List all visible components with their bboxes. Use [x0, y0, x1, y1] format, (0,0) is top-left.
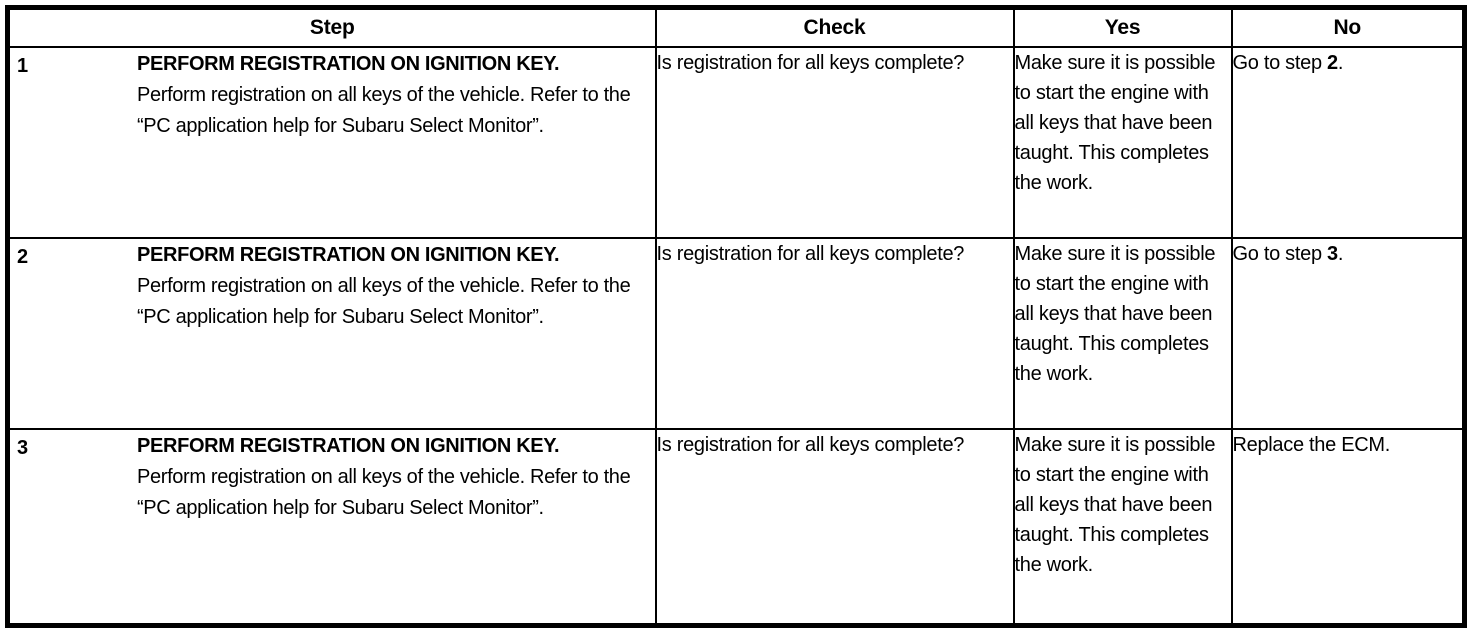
step-body: PERFORM REGISTRATION ON IGNITION KEY. Pe… — [137, 431, 651, 524]
no-target-step: 2 — [1327, 52, 1338, 74]
yes-cell: Make sure it is possible to start the en… — [1012, 237, 1233, 430]
step-number: 2 — [17, 246, 28, 268]
step-title: PERFORM REGISTRATION ON IGNITION KEY. — [137, 53, 560, 75]
check-cell: Is registration for all keys complete? — [654, 428, 1015, 627]
check-cell: Is registration for all keys complete? — [654, 46, 1015, 239]
step-cell: 2 PERFORM REGISTRATION ON IGNITION KEY. … — [6, 237, 657, 430]
table-header-row: Step Check Yes No — [6, 6, 1466, 48]
no-cell: Go to step 3. — [1230, 237, 1466, 430]
step-description: Perform registration on all keys of the … — [137, 466, 631, 519]
step-title: PERFORM REGISTRATION ON IGNITION KEY. — [137, 244, 560, 266]
step-description: Perform registration on all keys of the … — [137, 84, 631, 137]
no-text: Go to step 2. — [1233, 48, 1463, 78]
column-header-yes: Yes — [1012, 6, 1233, 48]
table-row: 2 PERFORM REGISTRATION ON IGNITION KEY. … — [6, 237, 1466, 430]
check-cell: Is registration for all keys complete? — [654, 237, 1015, 430]
step-body: PERFORM REGISTRATION ON IGNITION KEY. Pe… — [137, 49, 651, 142]
no-text-prefix: Go to step — [1232, 52, 1328, 74]
step-number: 1 — [17, 55, 28, 77]
check-text: Is registration for all keys complete? — [656, 52, 965, 74]
yes-text: Make sure it is possible to start the en… — [1014, 52, 1216, 194]
yes-cell: Make sure it is possible to start the en… — [1012, 428, 1233, 627]
no-cell: Go to step 2. — [1230, 46, 1466, 239]
no-cell: Replace the ECM. — [1230, 428, 1466, 627]
check-text: Is registration for all keys complete? — [656, 434, 965, 456]
check-text: Is registration for all keys complete? — [656, 243, 965, 265]
no-text-suffix: . — [1337, 243, 1344, 265]
column-header-step: Step — [6, 6, 657, 48]
table-row: 1 PERFORM REGISTRATION ON IGNITION KEY. … — [6, 46, 1466, 239]
step-number: 3 — [17, 437, 28, 459]
yes-cell: Make sure it is possible to start the en… — [1012, 46, 1233, 239]
step-body: PERFORM REGISTRATION ON IGNITION KEY. Pe… — [137, 240, 651, 333]
diagnostic-procedure-table: Step Check Yes No 1 PERFORM REGISTRATION… — [5, 5, 1467, 628]
step-title: PERFORM REGISTRATION ON IGNITION KEY. — [137, 435, 560, 457]
step-description: Perform registration on all keys of the … — [137, 275, 631, 328]
no-text-prefix: Replace the ECM. — [1232, 434, 1391, 456]
yes-text: Make sure it is possible to start the en… — [1014, 243, 1216, 385]
no-text-prefix: Go to step — [1232, 243, 1328, 265]
column-header-check: Check — [654, 6, 1015, 48]
column-header-no: No — [1230, 6, 1466, 48]
table-row: 3 PERFORM REGISTRATION ON IGNITION KEY. … — [6, 428, 1466, 627]
step-cell: 3 PERFORM REGISTRATION ON IGNITION KEY. … — [6, 428, 657, 627]
yes-text: Make sure it is possible to start the en… — [1014, 434, 1216, 576]
no-target-step: 3 — [1327, 243, 1338, 265]
no-text: Go to step 3. — [1233, 239, 1463, 269]
no-text-suffix: . — [1337, 52, 1344, 74]
no-text: Replace the ECM. — [1233, 430, 1463, 460]
step-cell: 1 PERFORM REGISTRATION ON IGNITION KEY. … — [6, 46, 657, 239]
